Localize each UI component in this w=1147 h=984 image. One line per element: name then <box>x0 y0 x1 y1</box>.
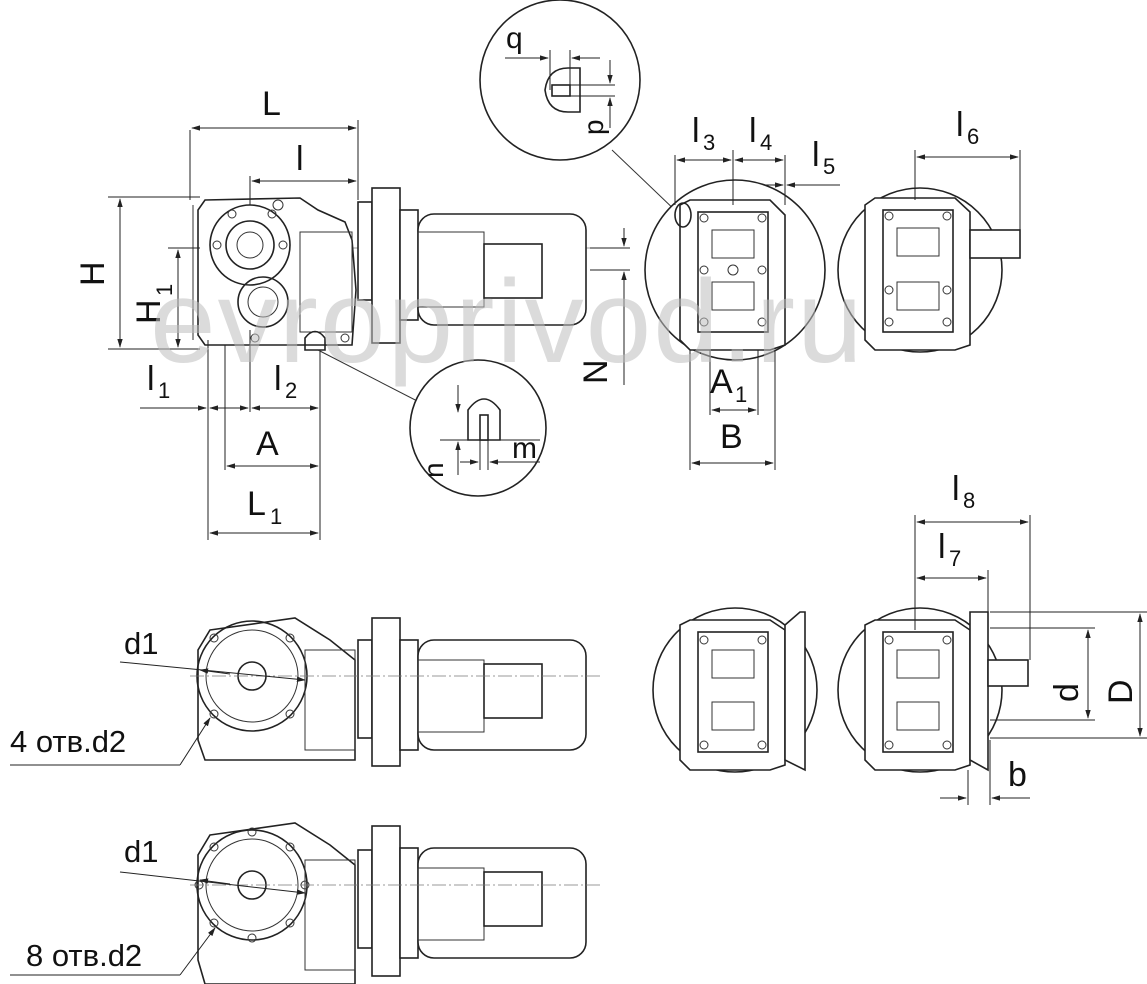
callout-d1-top: d1 <box>124 626 158 661</box>
dim-label-l8: l <box>952 470 960 508</box>
dim-label-l5: l <box>812 136 820 174</box>
end-view-d <box>837 515 1147 805</box>
end-view-c <box>652 607 818 773</box>
end-view-b <box>837 150 1021 353</box>
dim-label-l: l <box>296 140 304 178</box>
dim-label-B: B <box>720 418 743 456</box>
top-view-4-holes <box>10 617 600 767</box>
callout-d1-bottom: d1 <box>124 834 158 869</box>
dim-label-A1-sub: 1 <box>735 382 747 407</box>
dimension-labels: L l H H 1 l 1 l 2 A L 1 N n m q p l 3 l … <box>74 22 1140 794</box>
dim-label-l6: l <box>956 106 964 144</box>
end-view-a <box>644 150 840 470</box>
dim-label-l7: l <box>938 528 946 566</box>
dim-label-H1-sub: 1 <box>152 284 177 296</box>
dim-label-L1: L <box>247 485 266 523</box>
dim-label-b: b <box>1008 756 1027 794</box>
dim-label-N: N <box>577 359 615 384</box>
dim-label-l5-sub: 5 <box>823 154 835 179</box>
dim-label-l7-sub: 7 <box>949 546 961 571</box>
dim-label-l3-sub: 3 <box>703 130 715 155</box>
dim-label-D: D <box>1102 679 1140 704</box>
dim-label-H1: H <box>130 299 168 324</box>
dim-label-L: L <box>262 85 281 123</box>
detail-keyway-q-p <box>479 0 681 216</box>
dim-label-l8-sub: 8 <box>963 488 975 513</box>
callout-labels: d1 4 отв.d2 d1 8 отв.d2 <box>10 626 158 973</box>
dim-label-d: d <box>1048 683 1086 702</box>
dim-label-l4: l <box>749 112 757 150</box>
dim-label-A1: A <box>710 363 733 401</box>
dim-label-l1-sub: 1 <box>158 378 170 403</box>
callout-4-holes: 4 отв.d2 <box>10 724 126 759</box>
dim-label-l6-sub: 6 <box>967 124 979 149</box>
dim-label-m: m <box>512 432 537 465</box>
dim-label-A: A <box>256 425 279 463</box>
callout-8-holes: 8 отв.d2 <box>26 938 142 973</box>
dim-label-q: q <box>506 22 523 55</box>
detail-keyway-n-m <box>409 359 547 497</box>
dim-label-p: p <box>578 119 609 135</box>
dim-label-L1-sub: 1 <box>270 504 282 529</box>
dim-label-l3: l <box>692 112 700 150</box>
dim-label-H: H <box>74 261 112 286</box>
top-view-8-holes <box>10 822 600 984</box>
dim-label-l2: l <box>274 360 282 398</box>
dim-label-n: n <box>418 462 449 478</box>
side-view-main <box>108 120 630 540</box>
dim-label-l2-sub: 2 <box>285 378 297 403</box>
watermark: evroprivod.ru <box>150 256 865 388</box>
dim-label-l4-sub: 4 <box>760 130 772 155</box>
dim-label-l1: l <box>147 360 155 398</box>
